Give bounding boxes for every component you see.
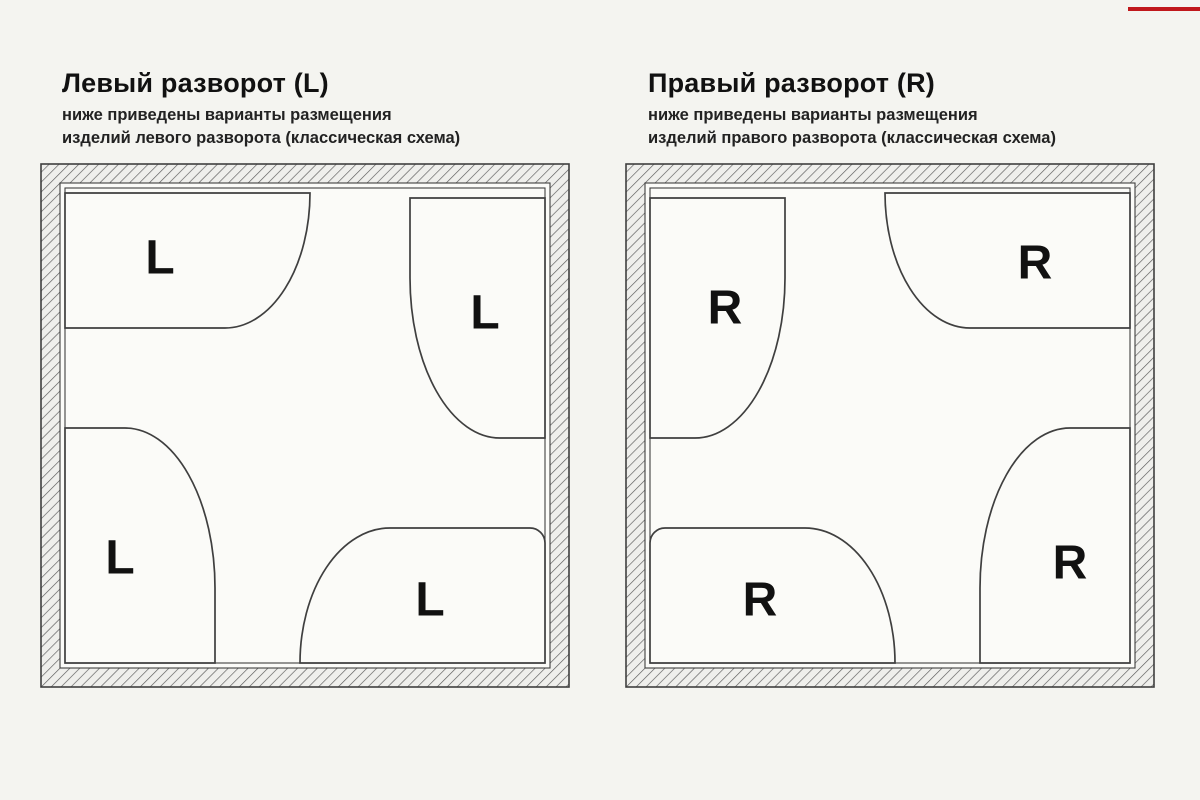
- left-subtitle-line2: изделий левого разворота (классическая с…: [62, 129, 461, 148]
- right-room-plan: R R R R: [625, 163, 1155, 688]
- right-tub-top-right: [884, 192, 1131, 329]
- right-label-bottom-left: R: [743, 574, 778, 627]
- left-tub-top-right: [409, 197, 546, 439]
- left-tub-top-left: [64, 192, 311, 329]
- left-tub-bottom-left: [64, 427, 216, 664]
- left-panel-title: Левый разворот (L): [62, 68, 329, 98]
- right-panel-subtitle: ниже приведены варианты размещения издели…: [648, 104, 1056, 150]
- red-scan-mark: [1128, 7, 1200, 11]
- right-tub-top-left: [649, 197, 786, 439]
- left-panel-subtitle: ниже приведены варианты размещения издели…: [62, 104, 460, 150]
- right-subtitle-line1: ниже приведены варианты размещения: [648, 106, 978, 124]
- right-label-top-left: R: [708, 282, 743, 335]
- right-panel-title: Правый разворот (R): [648, 68, 935, 98]
- left-label-bottom-center: L: [415, 574, 444, 627]
- left-tub-bottom-center: [299, 527, 546, 664]
- right-label-bottom-right: R: [1053, 537, 1088, 590]
- left-label-bottom-left: L: [105, 532, 134, 585]
- right-tub-bottom-right: [979, 427, 1131, 664]
- left-subtitle-line1: ниже приведены варианты размещения: [62, 106, 392, 124]
- left-label-top-right: L: [470, 287, 499, 340]
- right-subtitle-line2: изделий правого разворота (классическая …: [648, 129, 1056, 148]
- right-tub-bottom-left: [649, 527, 896, 664]
- left-label-top-left: L: [145, 232, 174, 285]
- left-room-plan: L L L L: [40, 163, 570, 688]
- right-label-top-right: R: [1018, 237, 1053, 290]
